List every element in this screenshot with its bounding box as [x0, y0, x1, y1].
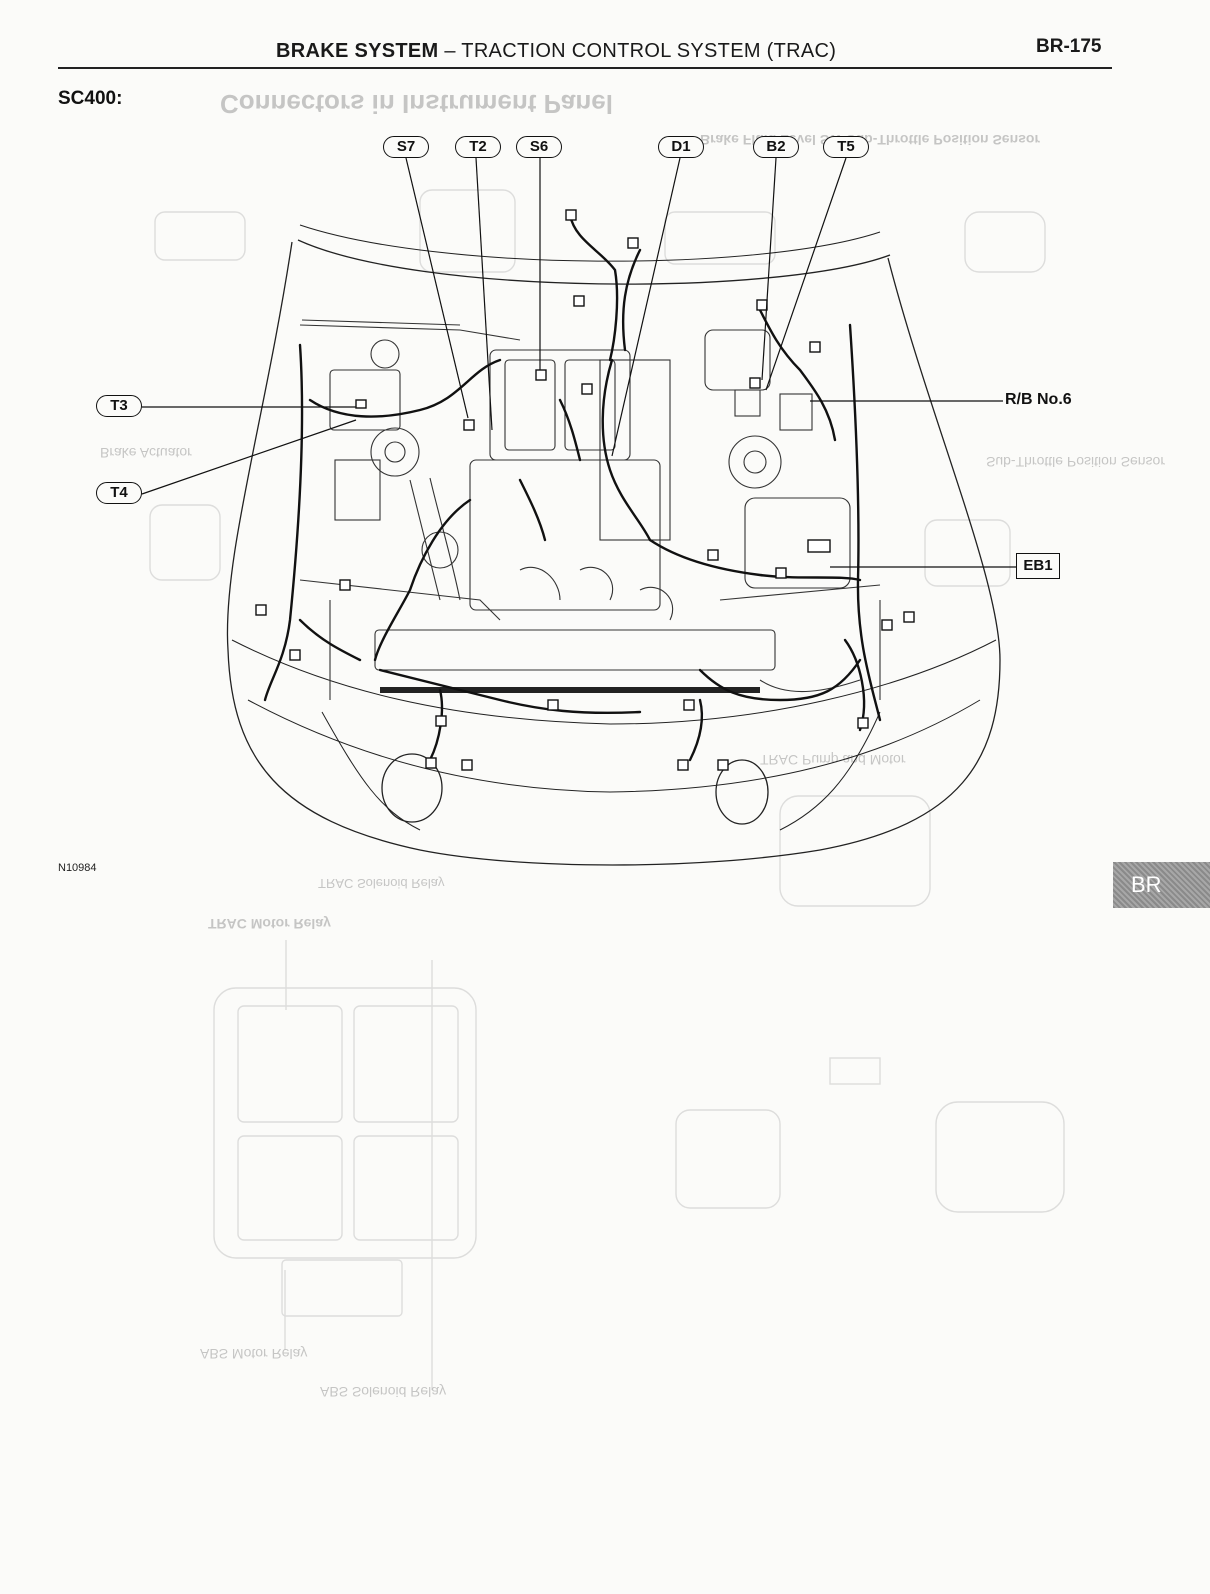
callout-b2: B2 — [753, 136, 799, 158]
engine-components — [299, 319, 881, 700]
callout-rb-no6: R/B No.6 — [1005, 391, 1072, 408]
connectors — [255, 209, 915, 771]
section-name: BRAKE SYSTEM — [276, 40, 439, 62]
model-label: SC400: — [58, 88, 123, 109]
callout-t2: T2 — [455, 136, 501, 158]
wire-harness — [263, 213, 882, 762]
callout-s6: S6 — [516, 136, 562, 158]
header-rule — [58, 67, 1112, 69]
callout-eb1: EB1 — [1016, 553, 1060, 579]
callout-t5: T5 — [823, 136, 869, 158]
subsection-name: TRACTION CONTROL SYSTEM (TRAC) — [461, 40, 837, 62]
callout-t3: T3 — [96, 395, 142, 417]
title-separator: – — [438, 40, 462, 62]
section-title: BRAKE SYSTEM – TRACTION CONTROL SYSTEM (… — [276, 40, 836, 63]
vehicle-body-outline — [226, 224, 1001, 866]
callout-d1: D1 — [658, 136, 704, 158]
leader-lines — [141, 157, 1017, 568]
callout-s7: S7 — [383, 136, 429, 158]
callout-t4: T4 — [96, 482, 142, 504]
section-tab: BR — [1113, 862, 1210, 908]
page-number: BR-175 — [1036, 36, 1102, 57]
bleed-through-drawings — [149, 189, 1065, 1390]
figure-code: N10984 — [58, 862, 97, 874]
